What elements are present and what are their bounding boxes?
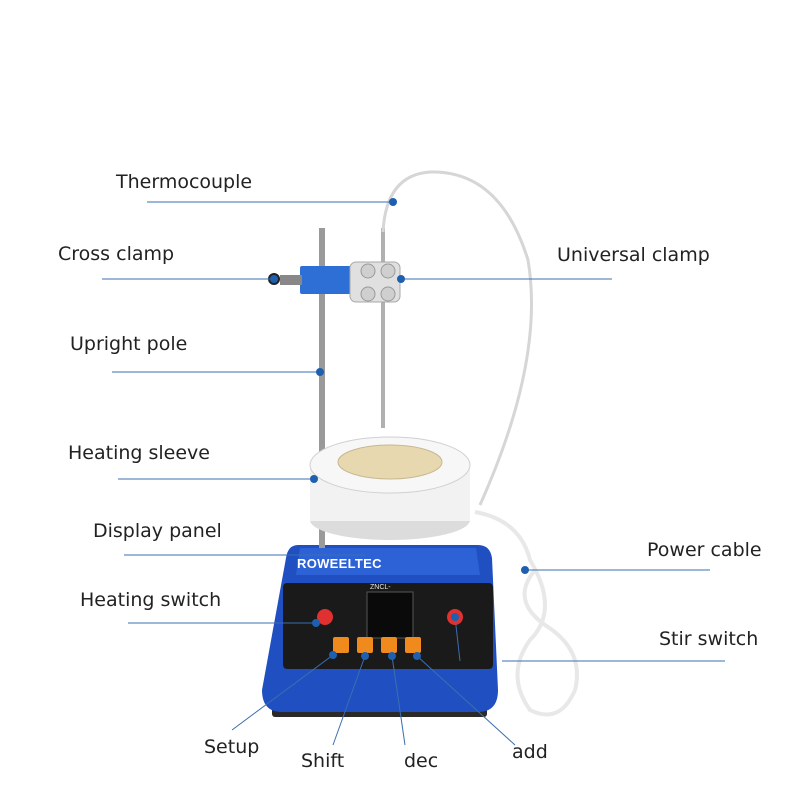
sleeve-cavity bbox=[337, 444, 443, 480]
thermocouple-wire bbox=[381, 170, 533, 506]
add-button bbox=[405, 637, 421, 653]
dot-add bbox=[413, 652, 421, 660]
dot-setup bbox=[329, 651, 337, 659]
leader-add bbox=[416, 655, 516, 746]
dot-heating-switch bbox=[312, 619, 320, 627]
led-display bbox=[366, 591, 414, 639]
leader-lines bbox=[102, 201, 725, 746]
upright-pole bbox=[319, 228, 325, 548]
callout-dots bbox=[270, 198, 529, 660]
model-label: ZNCL- bbox=[370, 584, 391, 591]
dot-dec bbox=[388, 652, 396, 660]
label-heating-sleeve: Heating sleeve bbox=[68, 442, 210, 464]
leader-dec bbox=[391, 655, 406, 746]
leader-shift bbox=[332, 655, 366, 746]
clamp-wheel-4 bbox=[380, 286, 396, 302]
label-stir-switch: Stir switch bbox=[659, 628, 759, 650]
label-cross-clamp: Cross clamp bbox=[58, 243, 175, 265]
label-add: add bbox=[512, 741, 548, 763]
label-upright-pole: Upright pole bbox=[70, 333, 188, 355]
shift-button bbox=[357, 637, 373, 653]
cross-clamp-body bbox=[300, 266, 352, 294]
heating-switch bbox=[317, 609, 333, 625]
dot-power-cable bbox=[521, 566, 529, 574]
leader-stir-connector bbox=[454, 616, 461, 662]
dot-thermocouple bbox=[389, 198, 397, 206]
label-universal-clamp: Universal clamp bbox=[557, 244, 710, 266]
dot-cross-clamp bbox=[270, 275, 278, 283]
clamp-wheel-2 bbox=[380, 263, 396, 279]
label-shift: Shift bbox=[301, 750, 345, 772]
dot-stir-switch bbox=[451, 613, 459, 621]
brand-label: ROWEELTEC bbox=[297, 556, 382, 571]
clamp-wheel-1 bbox=[360, 263, 376, 279]
label-dec: dec bbox=[404, 750, 439, 772]
setup-button bbox=[333, 637, 349, 653]
label-power-cable: Power cable bbox=[647, 539, 762, 561]
dot-heating-sleeve bbox=[310, 475, 318, 483]
power-cable bbox=[474, 510, 579, 717]
dot-upright-pole bbox=[316, 368, 324, 376]
dot-universal-clamp bbox=[397, 275, 405, 283]
clamp-wheel-3 bbox=[360, 286, 376, 302]
label-thermocouple: Thermocouple bbox=[116, 171, 253, 193]
cross-clamp-screw bbox=[280, 275, 302, 285]
dec-button bbox=[381, 637, 397, 653]
label-setup: Setup bbox=[204, 736, 260, 758]
dot-shift bbox=[361, 652, 369, 660]
label-display-panel: Display panel bbox=[93, 520, 222, 542]
leader-setup bbox=[231, 654, 334, 731]
label-heating-switch: Heating switch bbox=[80, 589, 222, 611]
probe-rod bbox=[381, 228, 385, 428]
